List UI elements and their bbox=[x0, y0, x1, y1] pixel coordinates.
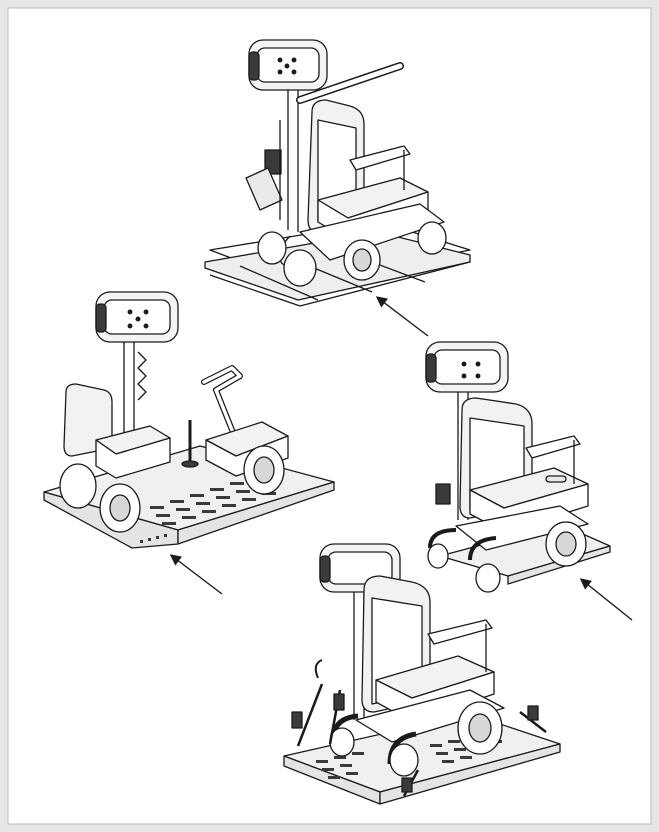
head-unit-2 bbox=[95, 291, 179, 440]
arrow-1 bbox=[375, 296, 429, 337]
tie-down-straps bbox=[291, 659, 547, 797]
wheelchair-with-handlebar-on-ramp bbox=[204, 39, 471, 307]
head-unit-1 bbox=[248, 39, 328, 232]
wheelchair-with-tie-down-straps bbox=[283, 543, 561, 805]
arrow-2 bbox=[169, 554, 223, 595]
scooter-on-perforated-plate bbox=[43, 291, 335, 549]
head-unit-3 bbox=[425, 341, 509, 520]
latch-mechanism-1 bbox=[245, 120, 283, 220]
arrow-3 bbox=[579, 578, 633, 621]
wheelchair-side-view-on-plate bbox=[425, 341, 611, 593]
